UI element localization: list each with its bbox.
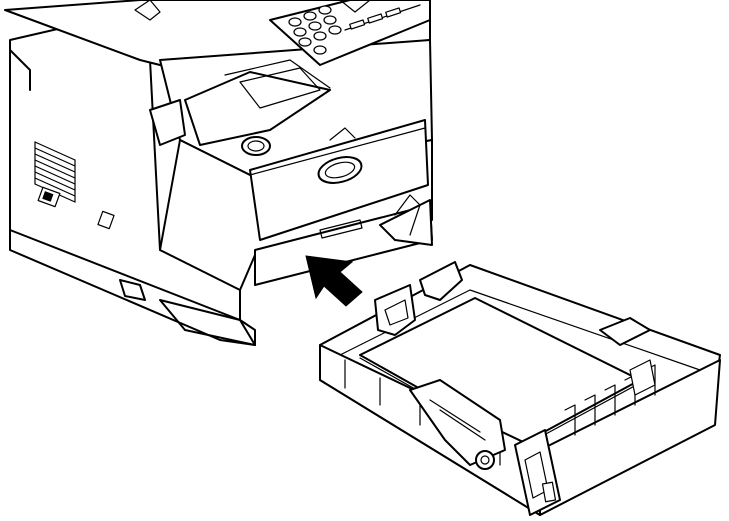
power-button — [241, 136, 271, 156]
power-switch — [37, 186, 61, 208]
side-connector — [97, 210, 115, 230]
side-panel-edge — [9, 49, 31, 91]
insert-direction-arrow-icon — [305, 255, 363, 307]
scanner-hinge — [134, 0, 161, 21]
paper-guide-top — [419, 261, 463, 301]
paper-tray — [319, 261, 721, 516]
cover-handle — [317, 156, 363, 184]
printer-body — [4, 0, 433, 346]
paper-guide-rear — [409, 379, 506, 466]
control-panel — [269, 0, 431, 66]
